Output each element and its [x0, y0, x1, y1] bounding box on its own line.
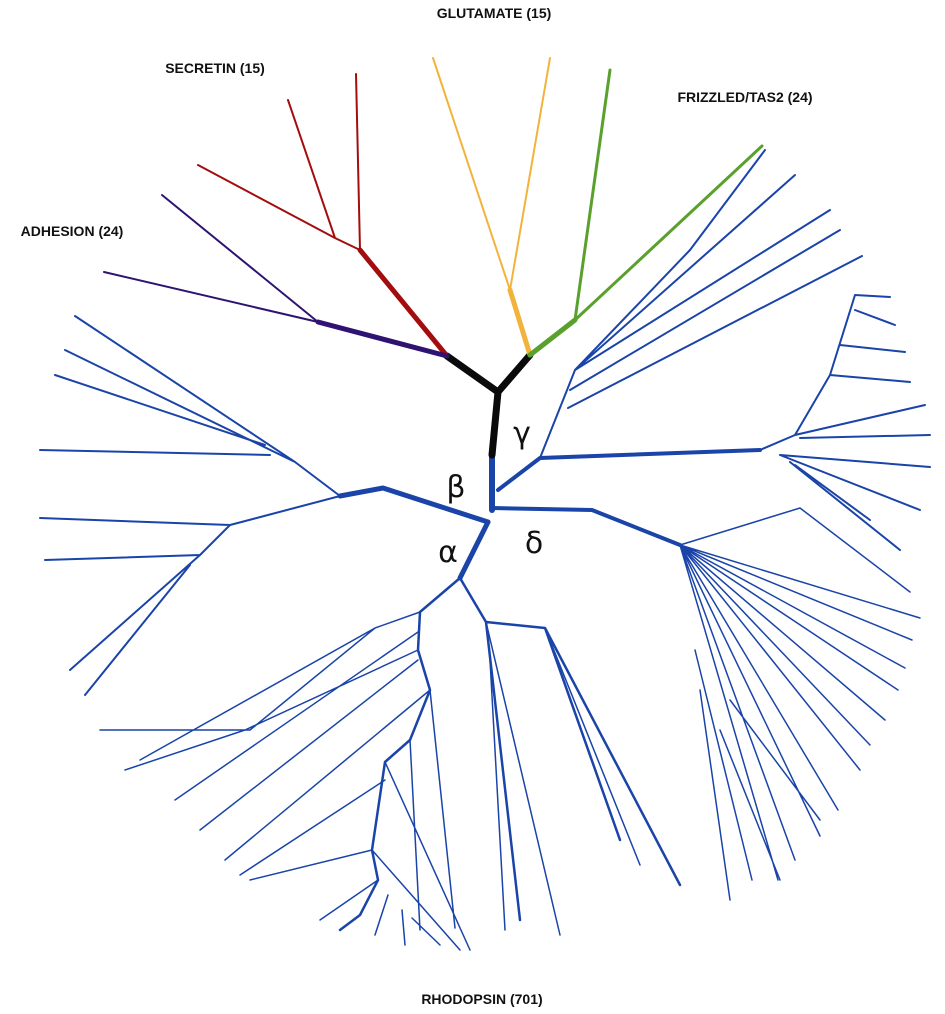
- alpha-lower-middle-twigs: [485, 621, 641, 936]
- frizzled-clade: [527, 68, 764, 358]
- beta-branch: [337, 485, 491, 525]
- upper-right-blue: [539, 149, 863, 459]
- adhesion-stem: [315, 319, 450, 359]
- gamma-label: γ: [513, 416, 531, 451]
- frizzled-label: FRIZZLED/TAS2 (24): [677, 89, 812, 105]
- adhesion-leaves: [103, 194, 319, 323]
- adhesion-label: ADHESION (24): [21, 223, 124, 239]
- secretin-stem: [357, 247, 450, 359]
- beta-left-fan: [39, 315, 341, 696]
- root-left: [443, 352, 502, 396]
- right-fan-upper: [759, 294, 931, 551]
- glutamate-label: GLUTAMATE (15): [437, 5, 552, 21]
- alpha-lower-left: [338, 576, 462, 932]
- rhodopsin-clade: [39, 149, 931, 951]
- root-right: [494, 351, 534, 396]
- alpha-branch: [457, 519, 491, 581]
- adhesion-clade: [103, 194, 450, 359]
- glutamate-clade: [432, 57, 551, 358]
- secretin-label: SECRETIN (15): [165, 60, 265, 76]
- frizzled-leaves: [573, 68, 764, 322]
- frizzled-stem: [527, 317, 578, 358]
- secretin-clade: [197, 73, 450, 359]
- delta-branch: [490, 506, 682, 547]
- alpha-lower-left-twigs: [99, 611, 471, 951]
- glutamate-leaves: [432, 57, 551, 291]
- root-clade: [443, 351, 534, 459]
- delta-label: δ: [525, 526, 543, 561]
- gamma-blue-branch: [496, 448, 762, 492]
- glutamate-stem: [507, 287, 533, 358]
- alpha-label: α: [438, 535, 458, 570]
- delta-fan: [679, 507, 921, 901]
- secretin-leaves: [197, 73, 361, 251]
- root-trunk: [488, 388, 502, 459]
- beta-label: β: [446, 470, 465, 505]
- alpha-lower-middle: [458, 576, 682, 922]
- rhodopsin-label: RHODOPSIN (701): [421, 991, 542, 1007]
